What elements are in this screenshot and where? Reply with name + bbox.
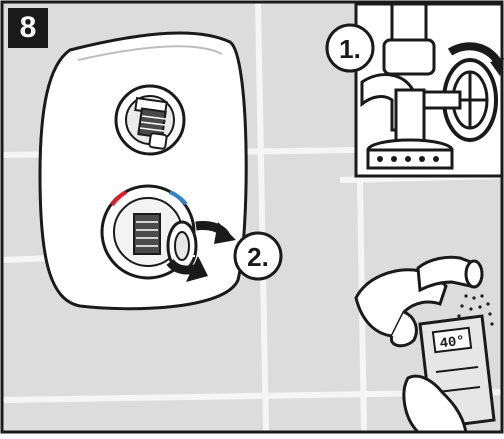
upper-valve-spindle: [116, 86, 184, 154]
callout-2: 2.: [235, 233, 281, 279]
callout-1-label: 1.: [339, 34, 361, 64]
thermostat-valve: [102, 186, 196, 278]
thermometer-reading: 40°: [439, 334, 466, 353]
callout-1: 1.: [327, 25, 373, 71]
callout-2-label: 2.: [247, 242, 269, 272]
step-number-badge: 8: [8, 8, 48, 48]
